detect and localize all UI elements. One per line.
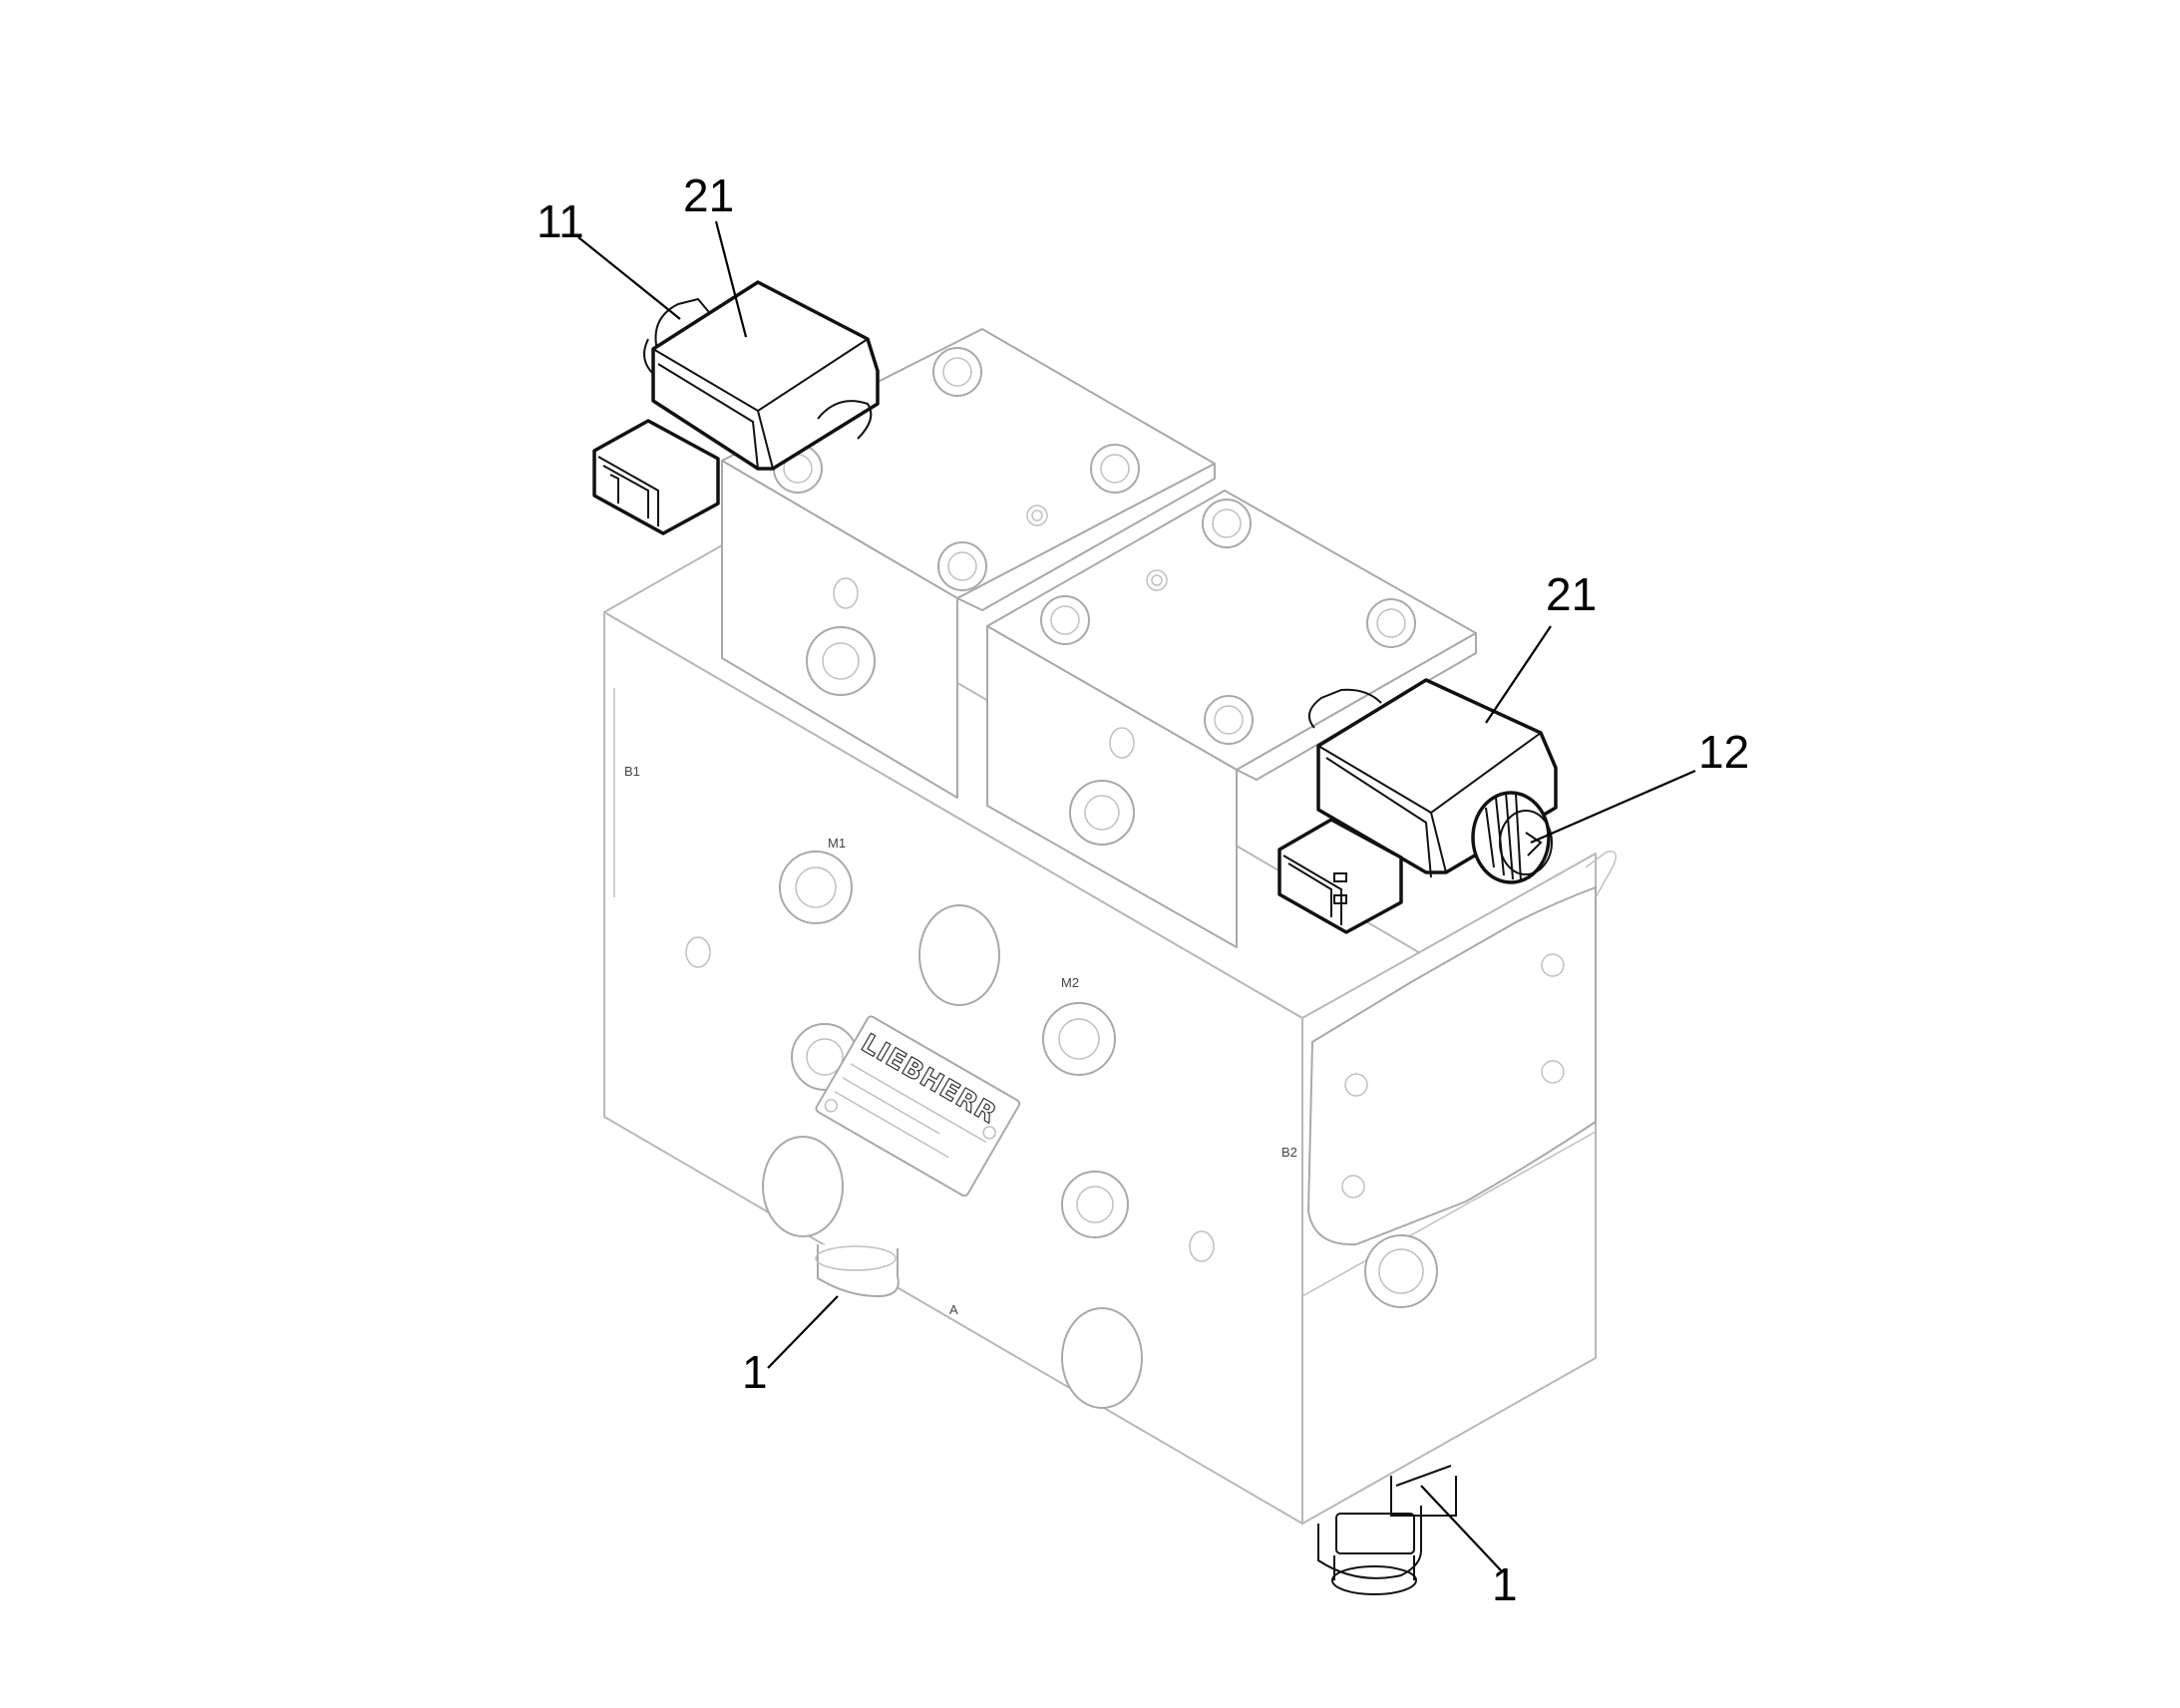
fitting-left bbox=[815, 1244, 900, 1297]
front-block-bolts bbox=[1040, 499, 1416, 745]
upper-connector bbox=[592, 419, 720, 535]
side-plug bbox=[1364, 1234, 1438, 1308]
solenoid-coil-upper bbox=[592, 280, 880, 535]
callout-12: 12 bbox=[1698, 726, 1749, 778]
mark-b2: B2 bbox=[1281, 1145, 1297, 1160]
front-block-right bbox=[1236, 632, 1477, 781]
mark-a: A bbox=[949, 1302, 958, 1317]
callout-21-top: 21 bbox=[683, 170, 734, 221]
nameplate-rivet bbox=[982, 1126, 996, 1140]
right-connector bbox=[1277, 818, 1403, 934]
rear-block-plug bbox=[806, 626, 876, 696]
callout-1-left: 1 bbox=[742, 1346, 768, 1398]
mark-m2: M2 bbox=[1061, 975, 1079, 990]
leader-1-left bbox=[767, 1295, 839, 1369]
solenoid-block-front bbox=[986, 490, 1477, 948]
plug-m1 bbox=[779, 851, 853, 924]
front-port-large-2 bbox=[762, 1136, 844, 1237]
upper-coil-housing bbox=[651, 280, 880, 471]
body-seam bbox=[1301, 1131, 1597, 1297]
callout-11: 11 bbox=[537, 195, 584, 247]
solenoid-block-rear bbox=[721, 328, 1216, 799]
front-port-large-1 bbox=[918, 904, 1000, 1006]
leader-11 bbox=[577, 236, 681, 320]
side-plate-hole-4 bbox=[1341, 1175, 1365, 1198]
callout-1-right: 1 bbox=[1492, 1558, 1518, 1610]
rear-block-right bbox=[956, 463, 1216, 611]
fitting-right bbox=[1317, 1465, 1457, 1595]
front-port-large-3 bbox=[1061, 1307, 1143, 1409]
side-cover-plate bbox=[1307, 886, 1597, 1246]
plug-m2 bbox=[1042, 1002, 1116, 1076]
callout-21-right: 21 bbox=[1546, 568, 1597, 620]
mark-m1: M1 bbox=[828, 836, 846, 851]
rear-block-hole bbox=[833, 577, 859, 609]
right-coil-nut-back bbox=[1307, 688, 1382, 729]
plug-lower bbox=[1061, 1171, 1129, 1238]
side-cover-tab bbox=[1585, 851, 1617, 898]
front-block-hole bbox=[1109, 727, 1135, 759]
side-plate-hole-2 bbox=[1344, 1073, 1368, 1097]
solenoid-coil-right bbox=[1277, 678, 1558, 934]
leader-12 bbox=[1530, 769, 1696, 845]
front-hole-small-2 bbox=[1189, 1230, 1215, 1262]
front-hole-small-1 bbox=[685, 936, 711, 968]
leader-1-right bbox=[1420, 1485, 1502, 1571]
side-plate-hole-1 bbox=[1541, 953, 1565, 977]
manual-override-knob bbox=[1471, 791, 1553, 884]
side-plug-inner bbox=[1378, 1248, 1424, 1294]
mark-b1: B1 bbox=[624, 764, 640, 779]
side-plate-hole-3 bbox=[1541, 1060, 1565, 1084]
rear-block-bolts bbox=[773, 347, 1140, 591]
leader-21-right bbox=[1485, 625, 1552, 724]
leader-21-top bbox=[714, 220, 748, 338]
leader-lines bbox=[577, 220, 1696, 1571]
front-block-plug bbox=[1069, 780, 1135, 846]
